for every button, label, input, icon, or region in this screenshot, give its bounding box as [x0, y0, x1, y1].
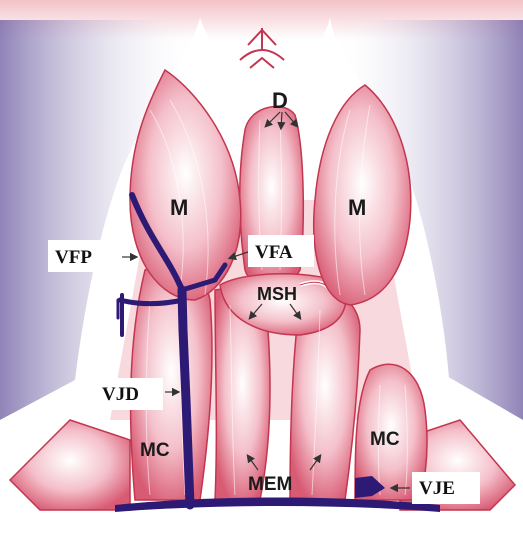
callout-vje: VJE	[412, 472, 480, 504]
label-mc-right: MC	[370, 429, 400, 450]
label-mc-left: MC	[140, 440, 170, 461]
label-mem: MEM	[248, 474, 292, 495]
label-vfp: VFP	[55, 247, 92, 268]
label-vfa: VFA	[255, 242, 293, 263]
label-vje: VJE	[419, 478, 455, 499]
label-m-left: M	[170, 195, 188, 220]
label-d: D	[272, 88, 288, 113]
label-vjd: VJD	[102, 384, 139, 405]
label-m-right: M	[348, 195, 366, 220]
label-msh: MSH	[257, 284, 297, 304]
callout-vfa: VFA	[248, 235, 314, 267]
callout-vjd: VJD	[95, 378, 163, 410]
callout-vfp: VFP	[48, 240, 118, 272]
